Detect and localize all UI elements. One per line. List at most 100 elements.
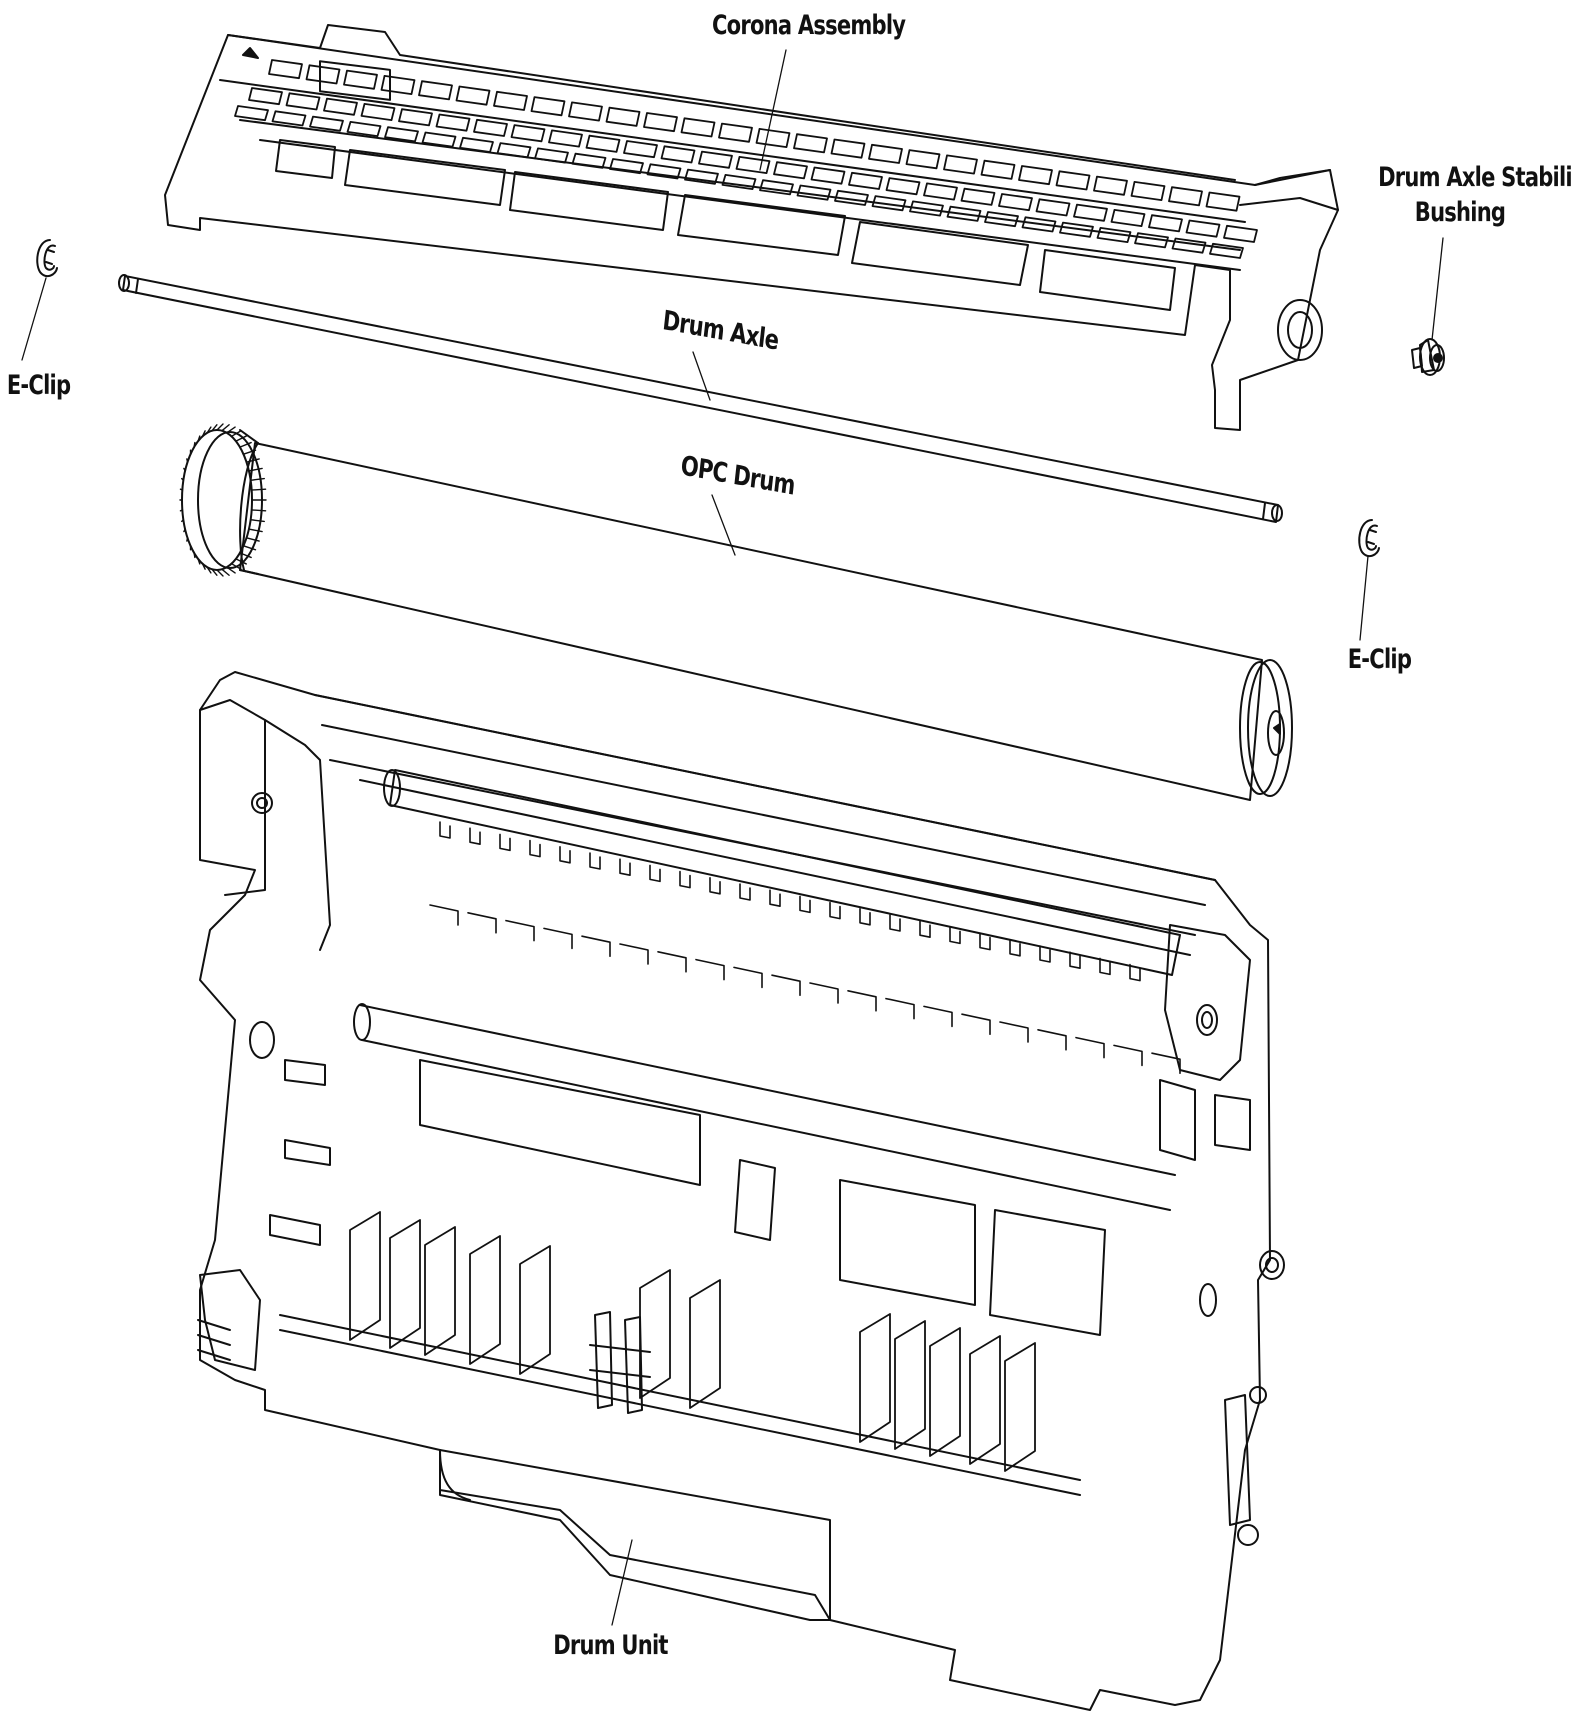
corona-slot <box>1021 216 1057 233</box>
gear-tooth <box>197 558 201 565</box>
gear-tooth <box>230 430 242 438</box>
comb-tooth <box>559 846 571 864</box>
comb-tooth <box>499 833 511 852</box>
label-drum-unit: Drum Unit <box>553 1630 668 1661</box>
comb-tooth <box>1099 957 1111 976</box>
drum-unit <box>197 671 1285 1711</box>
label-drum-axle-stabilizer-bushing: Drum Axle Stabilizer Bushing <box>1378 162 1571 229</box>
trough-rib <box>639 1269 671 1399</box>
gear-tooth <box>239 552 252 559</box>
corona-slot <box>510 124 546 143</box>
comb-tooth <box>709 877 721 895</box>
gear-tooth <box>186 537 189 542</box>
comb-tooth <box>1069 951 1081 969</box>
trough-rib <box>859 1313 891 1443</box>
corona-slot <box>455 85 491 106</box>
corona-slot <box>909 200 944 217</box>
corona-slot <box>1055 170 1091 191</box>
corona-slot <box>305 64 341 85</box>
gear-tooth <box>197 435 201 442</box>
trough-rib <box>969 1335 1001 1465</box>
comb-tooth <box>979 932 991 951</box>
corona-slot <box>271 110 307 127</box>
blade-segment <box>1075 1036 1105 1059</box>
leader-e-clip-left <box>21 277 47 361</box>
blade-segment <box>581 935 611 957</box>
comb-tooth <box>1009 939 1021 957</box>
corona-slot <box>810 166 846 185</box>
corona-slot <box>435 113 471 132</box>
gear-tooth <box>216 423 224 431</box>
corona-slot <box>755 128 791 148</box>
corona-slot <box>735 156 771 174</box>
corona-slot <box>660 145 696 164</box>
opc-drum <box>179 423 1293 801</box>
gear-tooth <box>201 430 206 438</box>
blade-segment <box>429 904 459 926</box>
corona-slot <box>646 163 682 180</box>
gear-tooth <box>250 509 267 512</box>
gear-tooth <box>201 562 206 570</box>
label-e-clip-left: E-Clip <box>6 370 71 401</box>
gear-tooth <box>181 477 185 481</box>
comb-tooth <box>919 920 931 938</box>
gear-tooth <box>226 426 236 434</box>
gear-tooth <box>245 537 260 542</box>
corona-slot <box>871 195 907 212</box>
corona-slot <box>1130 181 1166 201</box>
comb-tooth <box>1129 963 1141 982</box>
corona-slot <box>568 101 603 122</box>
leader-e-clip-right <box>1359 555 1369 641</box>
corona-slot <box>946 205 982 222</box>
corona-slot <box>1096 227 1132 243</box>
gear-tooth <box>248 528 263 533</box>
gear-tooth <box>230 562 242 570</box>
comb-tooth <box>859 908 871 926</box>
drum-axle-stabilizer-bushing <box>1411 338 1445 376</box>
e-clip-right <box>1358 519 1380 558</box>
corona-slot <box>380 75 416 95</box>
gear-tooth <box>183 528 186 533</box>
gear-tooth <box>239 441 252 448</box>
comb-tooth <box>589 852 601 870</box>
blade-segment <box>505 919 535 942</box>
corona-slot <box>571 152 607 169</box>
corona-slot <box>1171 237 1207 254</box>
corona-slot <box>773 161 808 180</box>
blade-segment <box>1037 1029 1067 1051</box>
comb-tooth <box>619 858 631 876</box>
corona-slot <box>285 92 321 111</box>
blade-segment <box>657 951 687 973</box>
corona-slot <box>473 118 508 137</box>
gear-tooth <box>221 568 230 576</box>
corona-slot <box>1110 209 1146 227</box>
corona-slot <box>830 138 866 159</box>
blade-segment <box>543 927 573 950</box>
corona-slot <box>1209 242 1244 259</box>
leader-stabilizer-bushing <box>1431 237 1444 341</box>
comb-tooth <box>739 883 751 901</box>
corona-slot <box>643 112 678 133</box>
corona-slot <box>1018 165 1053 186</box>
corona-slot <box>493 90 528 111</box>
comb-tooth <box>829 901 841 920</box>
label-e-clip-right: E-Clip <box>1347 644 1412 675</box>
corona-slot <box>698 150 733 169</box>
corona-slot <box>1168 186 1203 207</box>
blade-segment <box>467 912 497 934</box>
gear-tooth <box>242 545 257 551</box>
corona-slot <box>496 142 532 159</box>
drum-gear <box>179 423 267 577</box>
corona-slot <box>834 189 869 206</box>
comb-tooth <box>679 870 691 889</box>
trough-rib <box>1004 1342 1036 1472</box>
corona-slot <box>868 143 903 164</box>
corona-slot <box>1205 191 1241 212</box>
corona-slot <box>684 168 719 185</box>
corona-slot <box>609 158 644 175</box>
comb-tooth <box>769 889 781 907</box>
corona-slot <box>796 184 832 201</box>
trough-rib <box>894 1320 926 1450</box>
corona-slot <box>248 87 283 106</box>
